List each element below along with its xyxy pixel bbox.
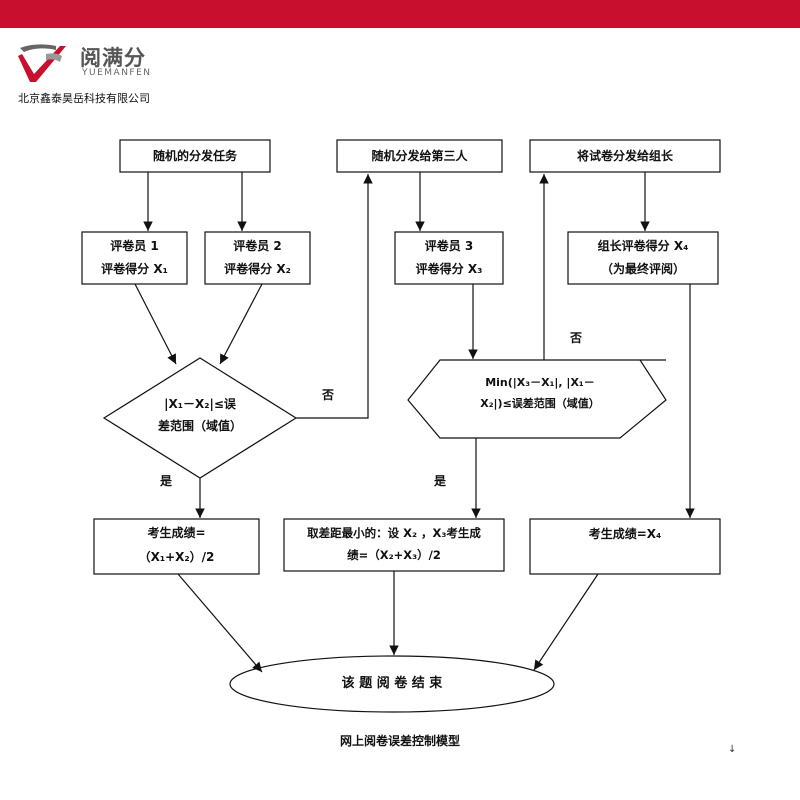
label-send-leader: 将试卷分发给组长 — [576, 149, 673, 163]
label-no-1: 否 — [321, 388, 334, 402]
node-end — [229, 655, 555, 713]
node-score-avg — [93, 518, 260, 575]
node-dispatch-third — [336, 139, 503, 173]
label-end: 该 题 阅 卷 结 束 — [341, 676, 443, 691]
corner-arrow-mark: ↓ — [728, 744, 737, 755]
node-score-leader — [529, 518, 721, 575]
node-grader2 — [204, 231, 311, 285]
label-grader3-title: 评卷员 3 — [424, 239, 474, 253]
label-grader3-score: 评卷得分 X₃ — [415, 262, 483, 276]
node-grader3 — [394, 231, 504, 285]
label-score-leader: 考生成绩=X₄ — [588, 527, 662, 541]
label-dispatch-third: 随机分发给第三人 — [371, 149, 468, 163]
top-brand-bar — [0, 0, 800, 28]
label-yes-2: 是 — [433, 474, 446, 488]
node-score-min — [283, 518, 505, 572]
label-score-min-line1: 取差距最小的：设 X₂ ，X₃考生成 — [307, 526, 481, 540]
diagram-caption: 网上阅卷误差控制模型 — [339, 734, 460, 748]
logo-name-en: YUEMANFEN — [82, 68, 152, 78]
logo-checkmark-icon — [18, 44, 66, 82]
label-decision1-line1: |X₁－X₂|≤误 — [164, 397, 236, 411]
label-grader2-score: 评卷得分 X₂ — [224, 262, 291, 276]
label-yes-1: 是 — [159, 474, 172, 488]
label-grader1-title: 评卷员 1 — [110, 239, 159, 253]
edge-grader2-decision1 — [219, 283, 263, 365]
node-grader1 — [81, 231, 188, 285]
label-no-2: 否 — [569, 331, 582, 345]
label-score-avg-line2: （X₁+X₂）/2 — [138, 550, 215, 564]
edge-avg-end — [177, 573, 263, 673]
node-send-leader — [529, 139, 721, 173]
edge-leaderscore-end — [533, 573, 599, 671]
label-decision2-line2: X₂|)≤误差范围（域值） — [480, 397, 600, 410]
edge-grader1-decision1 — [134, 283, 177, 365]
logo: 阅满分 YUEMANFEN — [16, 40, 196, 110]
node-leader — [567, 231, 719, 285]
edge-decision1-no — [296, 174, 373, 419]
node-random-dispatch — [119, 139, 271, 173]
label-decision2-line1: Min(|X₃－X₁|, |X₁－ — [485, 376, 595, 389]
label-grader2-title: 评卷员 2 — [233, 239, 282, 253]
label-decision1-line2: 差范围（域值） — [157, 419, 242, 433]
logo-name-cn: 阅满分 — [80, 46, 146, 70]
label-score-min-line2: 绩=（X₂+X₃）/2 — [347, 548, 441, 562]
label-random-dispatch: 随机的分发任务 — [152, 149, 237, 163]
label-leader-score: 组长评卷得分 X₄ — [597, 239, 689, 253]
node-decision2 — [407, 359, 667, 439]
company-name: 北京鑫泰昊岳科技有限公司 — [18, 92, 150, 105]
label-leader-final: （为最终评阅） — [600, 262, 685, 276]
label-score-avg-line1: 考生成绩= — [147, 526, 206, 540]
label-grader1-score: 评卷得分 X₁ — [101, 262, 168, 276]
